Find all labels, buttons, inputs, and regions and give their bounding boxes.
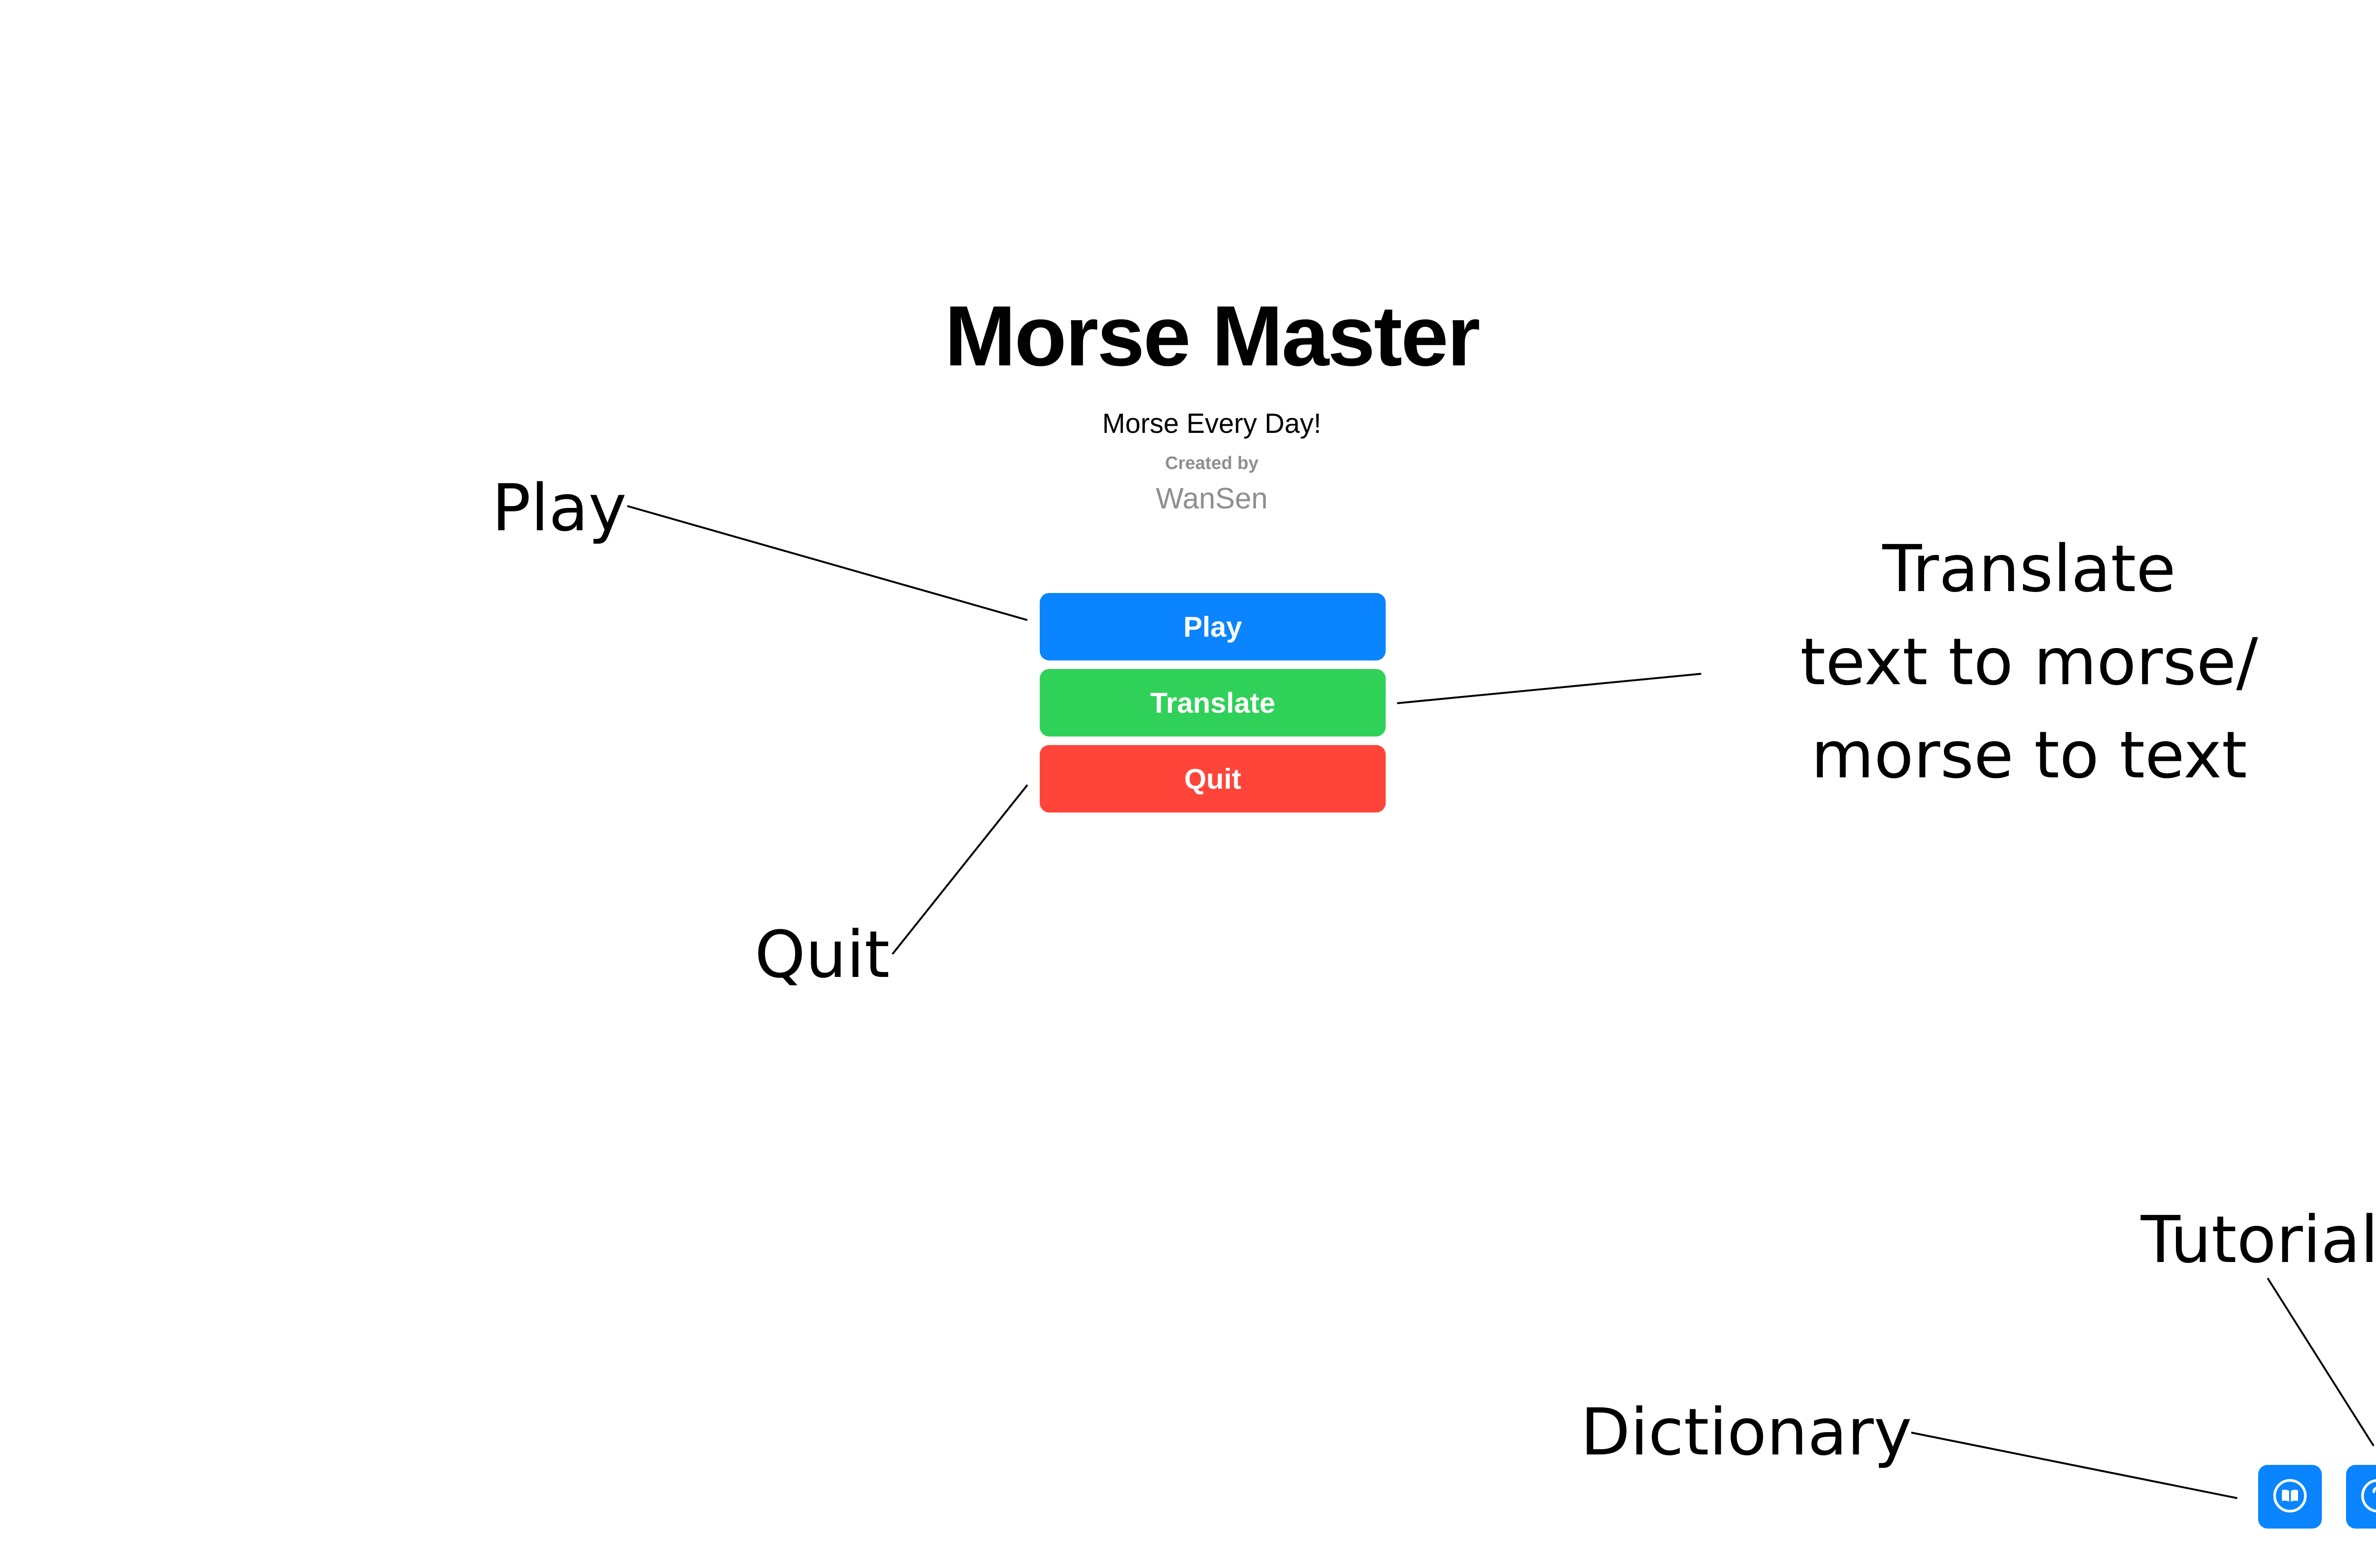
dictionary-button[interactable] (2258, 1465, 2322, 1529)
leader-line-quit (891, 784, 1028, 955)
annotation-dictionary: Dictionary (1581, 1395, 1912, 1470)
play-button-label: Play (1183, 611, 1242, 643)
annotation-translate: Translate text to morse/ morse to text (1800, 523, 2258, 802)
app-title: Morse Master (944, 288, 1480, 384)
play-button[interactable]: Play (1040, 593, 1386, 660)
quit-button-label: Quit (1184, 763, 1241, 795)
translate-button-label: Translate (1150, 687, 1275, 719)
leader-line-play (627, 505, 1028, 621)
book-icon (2272, 1478, 2308, 1516)
annotation-translate-line: Translate (1882, 532, 2176, 607)
translate-button[interactable]: Translate (1040, 669, 1386, 736)
app-subtitle: Morse Every Day! (1102, 408, 1322, 439)
leader-line-translate (1397, 673, 1702, 704)
author-name: WanSen (1156, 482, 1268, 515)
annotation-play: Play (492, 471, 627, 546)
tutorial-button[interactable] (2346, 1465, 2376, 1529)
annotation-translate-line: morse to text (1811, 718, 2247, 793)
quit-button[interactable]: Quit (1040, 745, 1386, 813)
annotation-quit: Quit (755, 918, 890, 993)
annotation-translate-line: text to morse/ (1800, 625, 2258, 700)
annotation-tutorial: Tutorial (2141, 1203, 2376, 1278)
created-by-label: Created by (1165, 453, 1259, 473)
question-circle-icon (2360, 1478, 2376, 1516)
leader-line-tutorial (2267, 1277, 2375, 1447)
leader-line-dictionary (1911, 1432, 2238, 1499)
